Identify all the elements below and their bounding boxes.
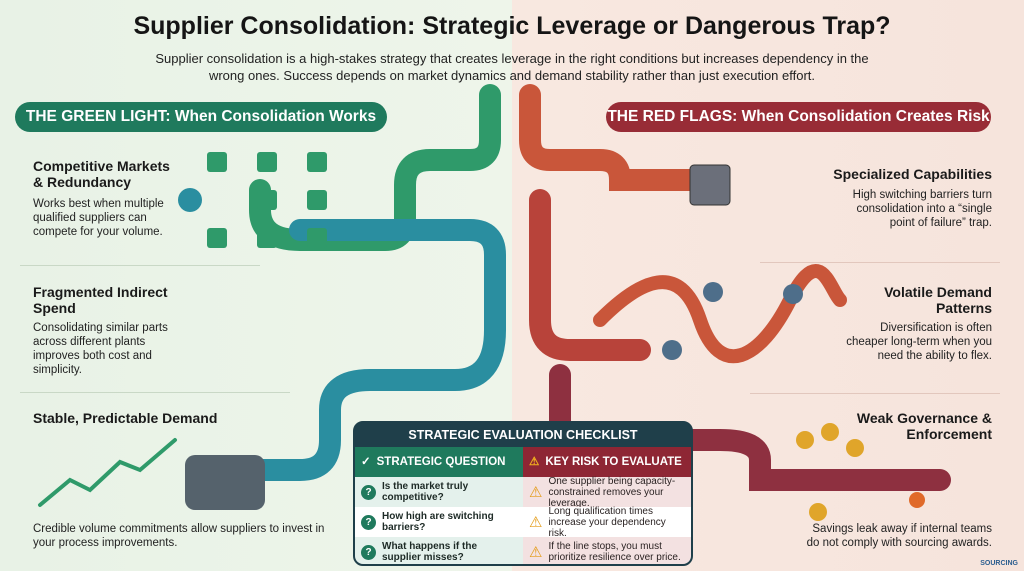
- evaluation-checklist: STRATEGIC EVALUATION CHECKLIST ✓ STRATEGI…: [353, 421, 693, 566]
- green-light-header: THE GREEN LIGHT: When Consolidation Work…: [15, 102, 387, 132]
- volatile-wave: [593, 264, 847, 364]
- globe-icon: [178, 188, 202, 212]
- warning-icon: ⚠: [529, 543, 543, 561]
- growth-line: [38, 438, 177, 507]
- red-flags-header: THE RED FLAGS: When Consolidation Create…: [606, 102, 991, 132]
- question-text: What happens if the supplier misses?: [382, 541, 477, 563]
- section-title-specialized: Specialized Capabilities: [833, 166, 992, 182]
- divider: [750, 393, 1000, 394]
- question-icon: ?: [361, 544, 376, 560]
- oil-drop-icon: [909, 492, 925, 508]
- warning-icon: ⚠: [529, 513, 543, 531]
- green-pipe: [249, 84, 501, 251]
- table-row: ? What happens if the supplier misses? ⚠ I…: [355, 537, 691, 564]
- question-text: Is the market truly competitive?: [382, 481, 469, 503]
- check-icon: ✓: [361, 455, 371, 468]
- section-text-stable: Credible volume commitments allow suppli…: [33, 523, 325, 549]
- risk-text: Long qualification times increase your d…: [548, 505, 666, 539]
- question-icon: ?: [361, 484, 376, 500]
- risk-text: If the line stops, you must prioritize r…: [548, 541, 681, 563]
- divider: [20, 392, 290, 393]
- red-pipe-top: [519, 84, 711, 191]
- section-text-fragmented: Consolidating similar parts across diffe…: [33, 322, 168, 376]
- page-title: Supplier Consolidation: Strategic Levera…: [133, 12, 891, 40]
- divider: [760, 262, 1000, 263]
- divider: [20, 265, 260, 266]
- chip-icon: [689, 164, 731, 206]
- section-title-competitive: Competitive Markets & Redundancy: [33, 158, 170, 190]
- pump-icon: [185, 455, 265, 510]
- warning-icon: ⚠: [529, 455, 540, 468]
- section-text-volatile: Diversification is often cheaper long-te…: [846, 322, 992, 362]
- section-text-competitive: Works best when multiple qualified suppl…: [33, 198, 164, 238]
- page-subtitle: Supplier consolidation is a high-stakes …: [155, 51, 869, 83]
- column-header-question: STRATEGIC QUESTION: [376, 455, 506, 468]
- sourcing-logo: SOURCING: [980, 560, 1018, 567]
- table-row: ? Is the market truly competitive? ⚠ One s…: [355, 475, 691, 509]
- question-icon: ?: [361, 514, 376, 530]
- warning-icon: ⚠: [529, 483, 543, 501]
- section-title-governance: Weak Governance & Enforcement: [856, 410, 992, 442]
- section-title-fragmented: Fragmented Indirect Spend: [33, 284, 168, 316]
- risk-text: One supplier being capacity-constrained …: [548, 475, 676, 509]
- table-row: ? How high are switching barriers? ⚠ Long …: [355, 505, 691, 539]
- red-pipe-mid: [529, 189, 651, 361]
- teal-pipe: [239, 219, 506, 481]
- section-title-volatile: Volatile Demand Patterns: [884, 284, 992, 316]
- section-text-specialized: High switching barriers turn consolidati…: [852, 189, 992, 229]
- question-text: How high are switching barriers?: [382, 511, 494, 533]
- section-text-governance: Savings leak away if internal teams do n…: [806, 523, 992, 549]
- checklist-title: STRATEGIC EVALUATION CHECKLIST: [408, 428, 638, 442]
- column-header-risk: KEY RISK TO EVALUATE: [545, 455, 682, 468]
- section-title-stable: Stable, Predictable Demand: [33, 410, 218, 426]
